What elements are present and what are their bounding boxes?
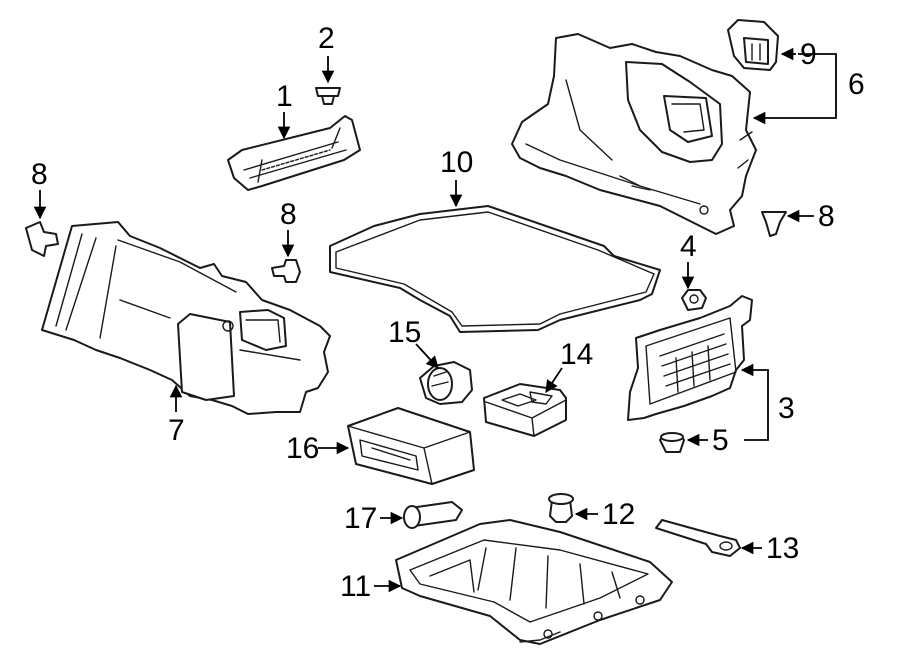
callout-17: 17 xyxy=(344,502,377,535)
part-2-push-pin xyxy=(315,87,341,105)
callout-13: 13 xyxy=(766,532,799,565)
leader-lines xyxy=(33,47,837,593)
part-12-plug xyxy=(548,493,574,523)
part-8-pin-left xyxy=(25,221,59,257)
callout-4: 4 xyxy=(680,230,697,263)
part-4-nut xyxy=(681,289,707,311)
callout-8-left: 8 xyxy=(31,158,48,191)
callout-2: 2 xyxy=(318,22,335,55)
part-11-storage-tray xyxy=(395,519,673,645)
part-17-socket xyxy=(403,501,463,529)
callout-7: 7 xyxy=(168,414,185,447)
part-14-foam-insert xyxy=(483,383,567,437)
part-10-load-floor xyxy=(329,205,661,333)
callout-10: 10 xyxy=(440,146,473,179)
callout-3: 3 xyxy=(778,392,795,425)
part-16-storage-box xyxy=(347,407,475,485)
callout-14: 14 xyxy=(560,338,593,371)
callout-16: 16 xyxy=(286,432,319,465)
callout-6: 6 xyxy=(848,68,865,101)
callout-11: 11 xyxy=(340,570,371,603)
callout-9: 9 xyxy=(800,38,817,71)
part-15-latch xyxy=(419,361,473,405)
part-3-bracket xyxy=(627,295,753,421)
callout-5: 5 xyxy=(712,424,729,457)
part-13-jack-handle xyxy=(655,519,741,557)
part-9-cover xyxy=(727,19,779,71)
part-8-pin-right xyxy=(761,211,787,237)
callout-8-right: 8 xyxy=(818,200,835,233)
callout-12: 12 xyxy=(602,498,635,531)
part-8-pin-middle xyxy=(271,259,301,283)
callout-1: 1 xyxy=(276,80,293,113)
callout-15: 15 xyxy=(388,316,421,349)
callout-8-middle: 8 xyxy=(280,198,297,231)
part-5-plug xyxy=(659,432,685,453)
part-1-trim-sill xyxy=(227,115,361,191)
part-6-right-quarter-trim xyxy=(511,33,757,235)
part-7-left-quarter-trim xyxy=(41,221,331,415)
callout-labels: 1 2 8 8 7 10 9 6 8 4 3 5 15 14 16 17 12 … xyxy=(31,22,865,603)
